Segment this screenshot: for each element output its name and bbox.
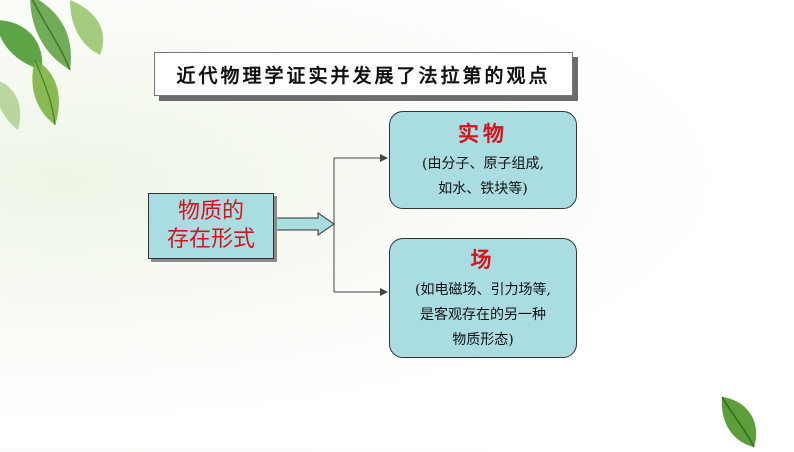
- field-box: 场 (如电磁场、引力场等, 是客观存在的另一种 物质形态): [389, 238, 577, 358]
- matter-desc-line-2: 如水、铁块等): [438, 181, 528, 197]
- leaf-decoration-top-left: [0, 0, 104, 130]
- main-arrow-icon: [273, 212, 335, 236]
- source-line-1: 物质的: [177, 199, 244, 224]
- field-desc-line-3: 物质形态): [452, 331, 514, 348]
- arrowhead-top-icon: [380, 154, 388, 162]
- matter-desc-line-1: (由分子、原子组成,: [422, 156, 544, 172]
- matter-title: 实物: [458, 121, 508, 146]
- leaf-icon: [0, 0, 104, 130]
- source-line-2: 存在形式: [166, 227, 255, 252]
- field-desc-line-2: 是客观存在的另一种: [420, 306, 546, 323]
- matter-box: 实物 (由分子、原子组成, 如水、铁块等): [389, 111, 577, 209]
- field-desc-line-1: (如电磁场、引力场等,: [415, 281, 551, 298]
- field-title: 场: [470, 246, 496, 272]
- arrowhead-bottom-icon: [380, 288, 388, 296]
- source-box: 物质的 存在形式: [148, 193, 274, 259]
- diagram-title: 近代物理学证实并发展了法拉第的观点: [154, 52, 573, 96]
- leaf-icon: [721, 396, 757, 448]
- leaf-decoration-bottom-right: [721, 396, 757, 448]
